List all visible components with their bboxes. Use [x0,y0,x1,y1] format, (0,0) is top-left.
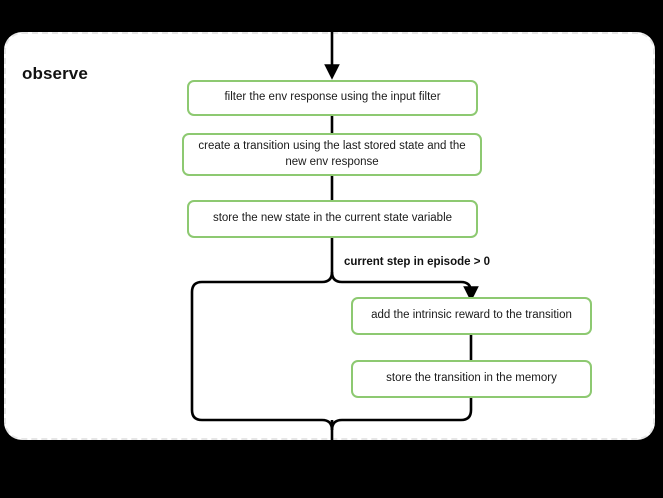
node-filter-env-response[interactable]: filter the env response using the input … [187,80,478,116]
page-title: observe [22,64,88,83]
edge-condition-label: current step in episode > 0 [344,256,491,268]
node-add-intrinsic-reward[interactable]: add the intrinsic reward to the transiti… [351,297,592,335]
node-store-transition-memory[interactable]: store the transition in the memory [351,360,592,398]
node-create-transition[interactable]: create a transition using the last store… [182,133,482,176]
node-store-new-state[interactable]: store the new state in the current state… [187,200,478,238]
